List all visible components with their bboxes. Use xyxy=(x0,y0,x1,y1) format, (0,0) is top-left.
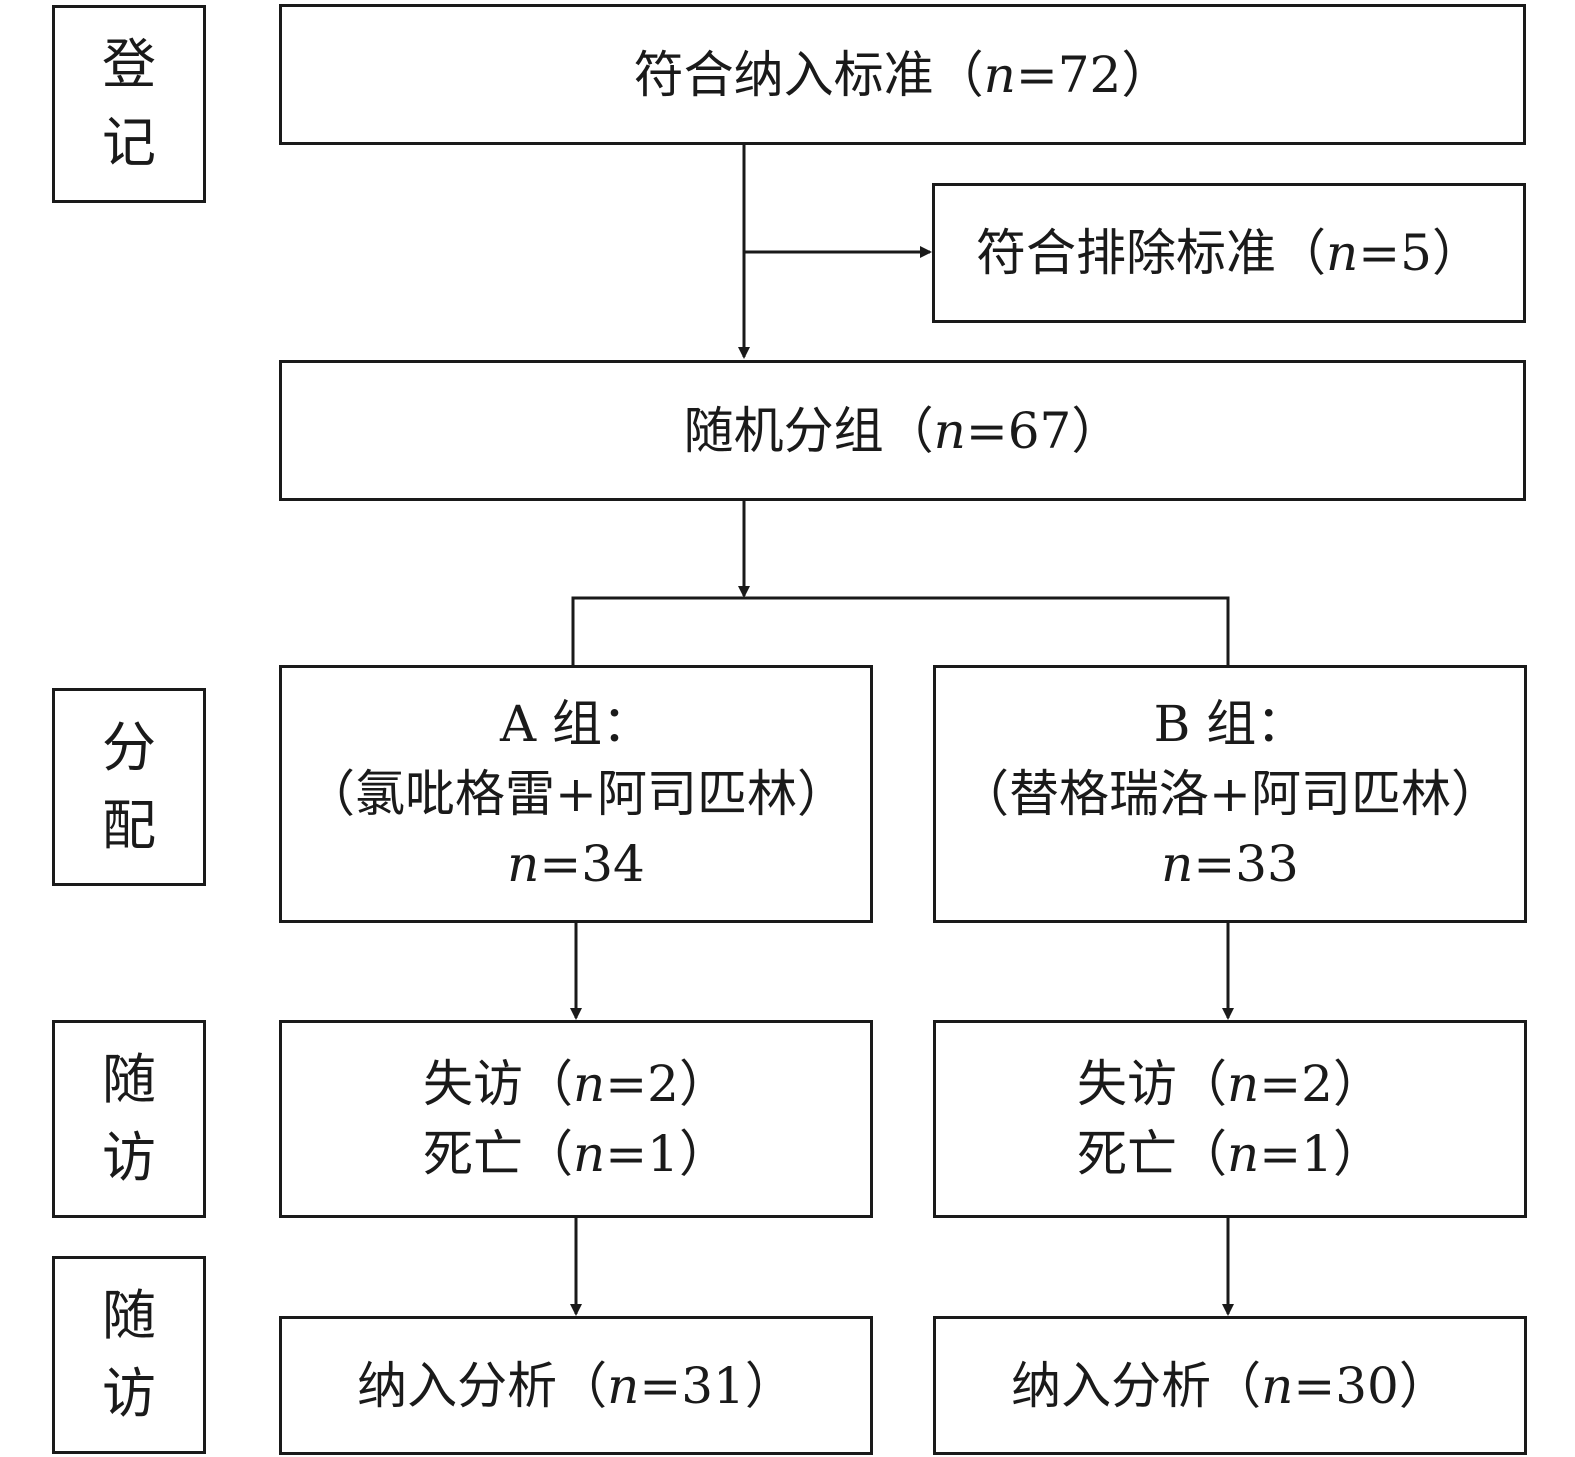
box-eligible: 符合纳入标准（n=72） xyxy=(279,4,1526,145)
stage-allocation: 分 配 xyxy=(52,688,206,886)
box-group-a: A 组： （氯吡格雷+阿司匹林） n=34 xyxy=(279,665,873,923)
box-followup-b: 失访（n=2） 死亡（n=1） xyxy=(933,1020,1527,1218)
stage-followup: 随 访 xyxy=(52,1020,206,1218)
stage-char: 记 xyxy=(102,111,156,174)
stage-char: 配 xyxy=(102,794,156,857)
stage-char: 随 xyxy=(102,1284,156,1347)
box-excluded: 符合排除标准（n=5） xyxy=(932,183,1526,323)
followup-a-lost: 失访（n=2） xyxy=(423,1055,729,1113)
stage-analysis: 随 访 xyxy=(52,1256,206,1454)
analysis-a-text: 纳入分析（n=31） xyxy=(357,1356,795,1415)
analysis-b-text: 纳入分析（n=30） xyxy=(1011,1356,1449,1415)
stage-char: 分 xyxy=(102,716,156,779)
box-analysis-a: 纳入分析（n=31） xyxy=(279,1316,873,1455)
followup-b-death: 死亡（n=1） xyxy=(1077,1125,1383,1183)
followup-b-lost: 失访（n=2） xyxy=(1077,1055,1383,1113)
stage-char: 登 xyxy=(102,33,156,96)
group-b-regimen: （替格瑞洛+阿司匹林） xyxy=(959,765,1501,823)
followup-a-death: 死亡（n=1） xyxy=(423,1125,729,1183)
box-followup-a: 失访（n=2） 死亡（n=1） xyxy=(279,1020,873,1218)
group-b-title: B 组： xyxy=(1153,695,1307,753)
group-a-regimen: （氯吡格雷+阿司匹林） xyxy=(305,765,847,823)
group-b-count: n=33 xyxy=(1161,835,1299,893)
excluded-text: 符合排除标准（n=5） xyxy=(976,224,1482,282)
box-group-b: B 组： （替格瑞洛+阿司匹林） n=33 xyxy=(933,665,1527,923)
stage-enrollment: 登 记 xyxy=(52,5,206,203)
randomized-text: 随机分组（n=67） xyxy=(683,401,1122,460)
group-a-title: A 组： xyxy=(499,695,652,753)
stage-char: 访 xyxy=(102,1126,156,1189)
group-a-count: n=34 xyxy=(507,835,645,893)
box-analysis-b: 纳入分析（n=30） xyxy=(933,1316,1527,1455)
stage-char: 访 xyxy=(102,1362,156,1425)
eligible-text: 符合纳入标准（n=72） xyxy=(633,45,1172,104)
stage-char: 随 xyxy=(102,1048,156,1111)
box-randomized: 随机分组（n=67） xyxy=(279,360,1526,501)
split-bracket xyxy=(571,596,1230,665)
